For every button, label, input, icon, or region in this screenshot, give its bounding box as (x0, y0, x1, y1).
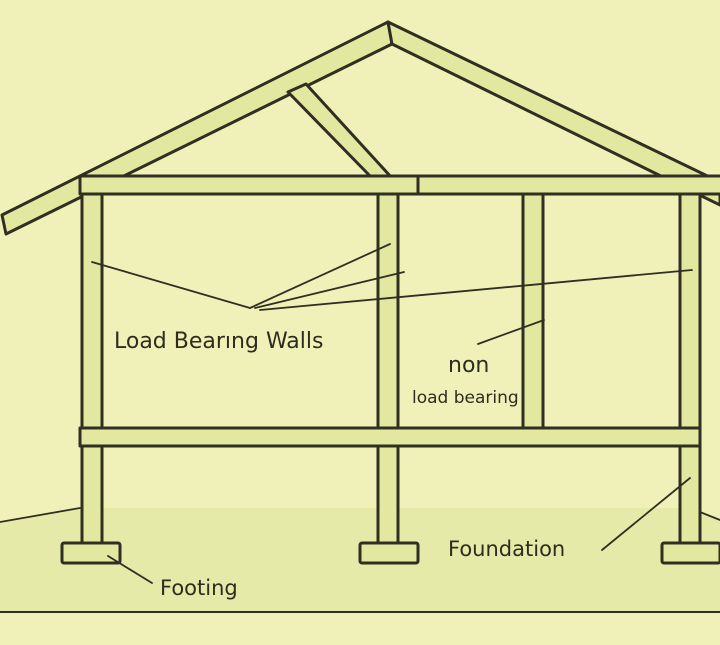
ceiling-beam-left (78, 174, 420, 196)
foundation-post-center (376, 444, 400, 546)
ground-line-left (0, 507, 81, 523)
footing-right (660, 541, 720, 565)
ceiling-beam-right (416, 174, 720, 196)
leader-load-bearing-left (91, 261, 251, 309)
leader-non-load-bearing (477, 319, 545, 345)
floor-beam (78, 426, 702, 448)
leader-load-bearing-right (259, 269, 693, 311)
label-footing: Footing (160, 576, 238, 600)
wall-stud-center (376, 192, 400, 430)
wall-stud-left (80, 192, 104, 430)
footing-left (60, 541, 122, 565)
label-load-bearing-walls: Load Bearıng Walls (114, 329, 323, 354)
wall-stud-right (678, 192, 702, 430)
foundation-post-left (80, 444, 104, 546)
label-non: non (448, 353, 489, 378)
leader-load-bearing-center-1 (249, 243, 391, 309)
leader-footing (107, 555, 153, 584)
leader-load-bearing-center-2 (254, 271, 405, 309)
footing-center (358, 541, 420, 565)
foundation-post-right (678, 444, 702, 546)
label-load-bearing: load bearing (412, 388, 519, 408)
roof-strut (286, 82, 394, 180)
wall-stud-non-load-bearing (521, 192, 545, 430)
label-foundation: Foundation (448, 537, 565, 561)
right-rafter (386, 20, 720, 207)
leader-foundation (601, 477, 691, 551)
